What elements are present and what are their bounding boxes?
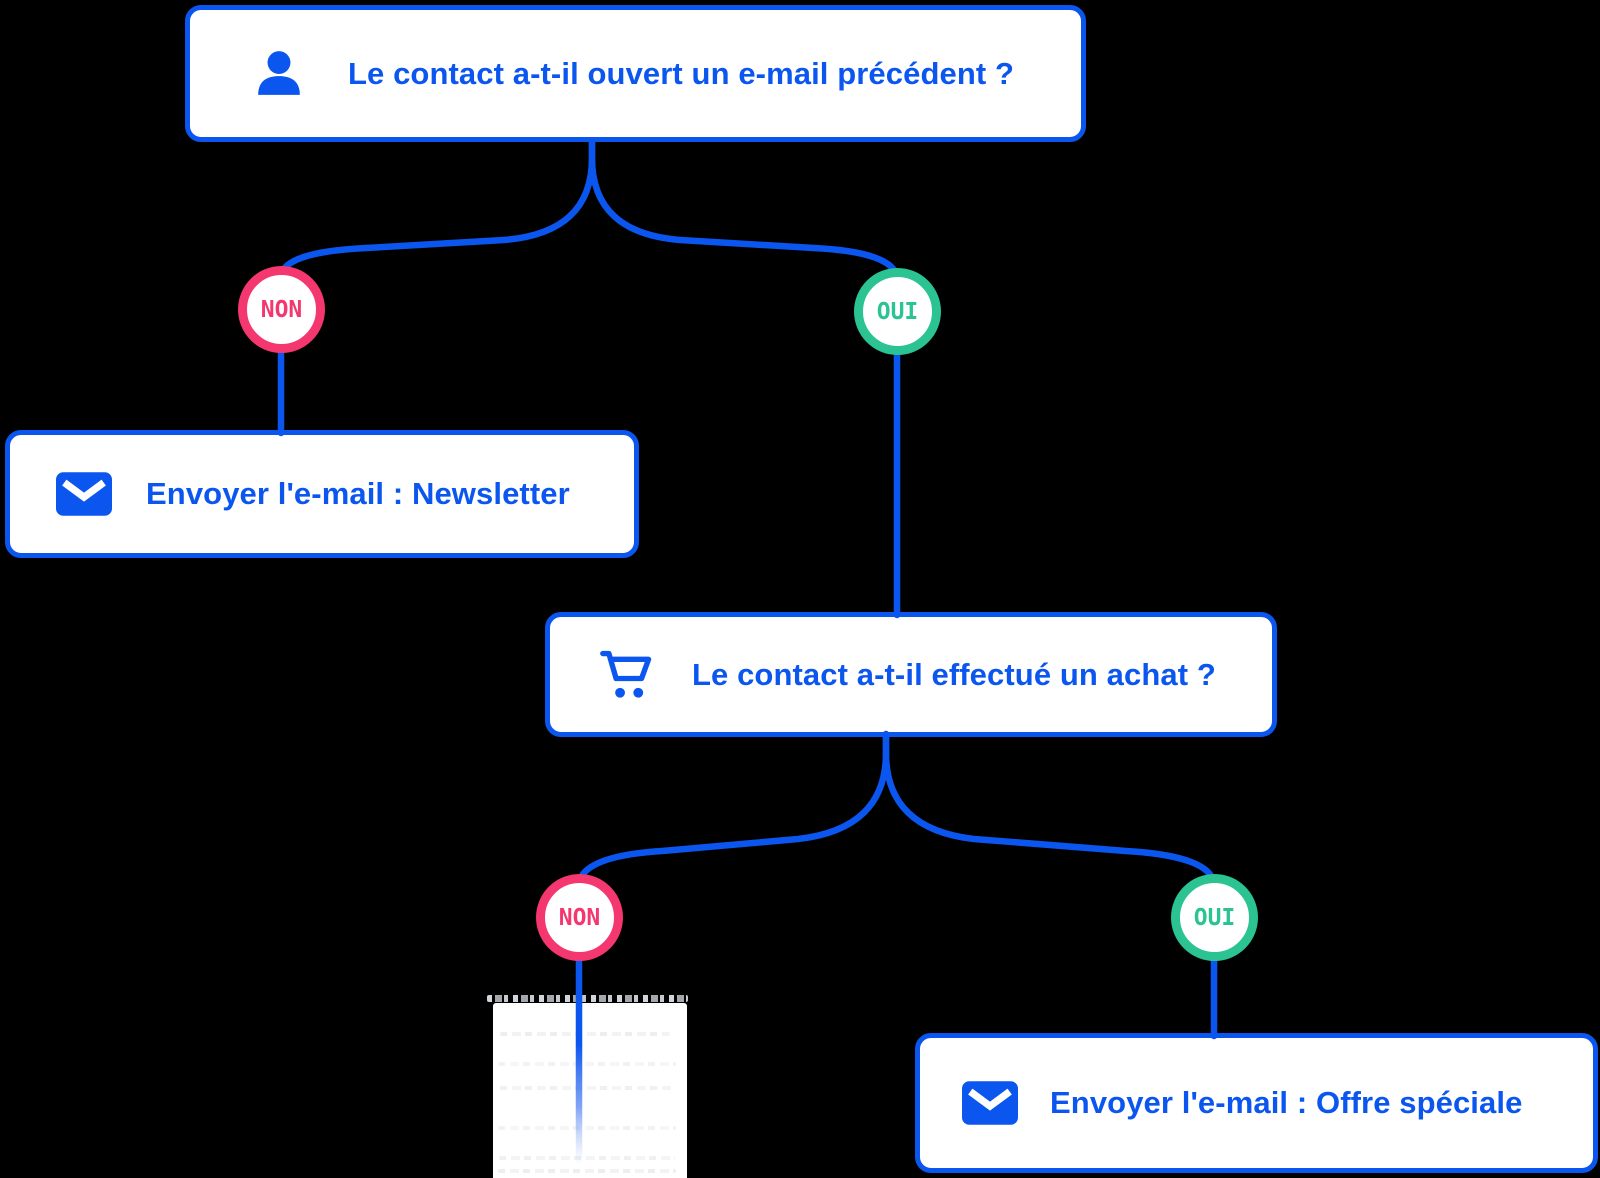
person-icon [254,49,304,99]
node-label: Le contact a-t-il effectué un achat ? [692,656,1216,692]
branch-badge-yes: OUI [1171,874,1258,961]
ghost-text-row [499,1156,675,1160]
envelope-icon [962,1081,1018,1125]
ghost-text-row [498,1169,676,1173]
node-action-send-special-offer[interactable]: Envoyer l'e-mail : Offre spéciale [915,1033,1598,1173]
ghost-text-row [498,1126,676,1130]
ghost-text-row [500,1032,670,1036]
branch-badge-yes: OUI [854,268,941,355]
ghost-text-row [498,1062,676,1066]
node-action-send-newsletter[interactable]: Envoyer l'e-mail : Newsletter [5,430,639,558]
node-partial-unrendered[interactable] [493,1003,687,1178]
node-label: Le contact a-t-il ouvert un e-mail précé… [348,55,1015,91]
branch-badge-label: OUI [1193,904,1236,931]
branch-badge-label: OUI [876,298,919,325]
ghost-text-row [500,1086,674,1090]
branch-badge-label: NON [558,904,601,931]
edge-q2-to-no [575,730,890,888]
edge-q2-to-yes [882,730,1218,888]
branch-badge-no: NON [536,874,623,961]
envelope-icon [56,472,112,516]
node-question-purchase-made[interactable]: Le contact a-t-il effectué un achat ? [545,612,1277,737]
edge-q1-to-no [277,137,596,280]
node-label: Envoyer l'e-mail : Newsletter [146,476,570,511]
edge-q1-to-yes [588,137,901,282]
branch-badge-label: NON [260,296,303,323]
cart-icon [600,649,656,701]
branch-badge-no: NON [238,266,325,353]
node-label: Envoyer l'e-mail : Offre spéciale [1050,1085,1523,1120]
squashed-node-artifact [487,995,688,1002]
node-question-email-opened[interactable]: Le contact a-t-il ouvert un e-mail précé… [185,5,1086,142]
